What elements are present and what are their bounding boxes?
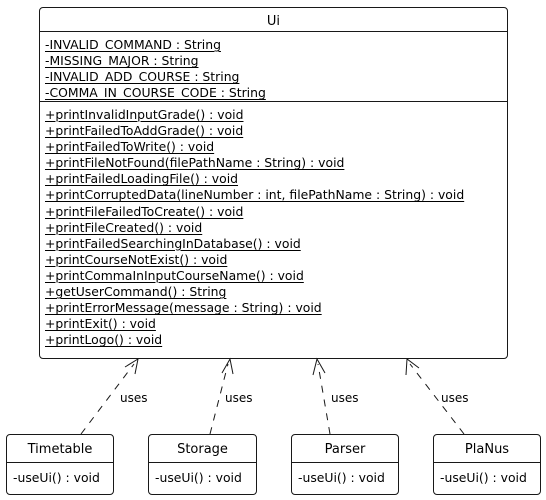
operation: -useUi() : void [440, 470, 527, 485]
operation: -useUi() : void [155, 470, 242, 485]
arrowhead-icon [221, 357, 234, 375]
operation: +printFailedToWrite() : void [45, 139, 215, 155]
uses-label: uses [441, 391, 469, 405]
dependency-line-planus [409, 363, 465, 435]
arrowhead-icon [312, 357, 326, 376]
operations-section: -useUi() : void [7, 462, 113, 490]
attribute: -COMMA_IN_COURSE_CODE : String [45, 85, 266, 101]
attributes-section: -INVALID_COMMAND : String -MISSING_MAJOR… [40, 31, 507, 101]
operations-section: +printInvalidInputGrade() : void +printF… [40, 101, 507, 350]
operation: +printFileCreated() : void [45, 219, 203, 235]
operation: -useUi() : void [298, 470, 385, 485]
class-name: Parser [324, 442, 366, 457]
operation: +printErrorMessage(message : String) : v… [45, 300, 322, 316]
operations-section: -useUi() : void [292, 462, 398, 490]
operation: +printCommaInInputCourseName() : void [45, 267, 304, 283]
operations-section: -useUi() : void [434, 462, 540, 490]
uses-label: uses [225, 391, 253, 405]
operation: +printLogo() : void [45, 332, 163, 348]
attribute: -MISSING_MAJOR : String [45, 53, 199, 69]
uses-label: uses [120, 391, 148, 405]
class-name: Storage [177, 442, 228, 457]
operation: +printFileNotFound(filePathName : String… [45, 155, 345, 171]
operation: +printFailedToAddGrade() : void [45, 123, 244, 139]
arrowhead-icon [124, 357, 139, 375]
operation: +printCorruptedData(lineNumber : int, fi… [45, 187, 465, 203]
attribute: -INVALID_COMMAND : String [45, 37, 221, 52]
dependency-line-parser [317, 363, 331, 435]
class-name: PlaNus [464, 442, 510, 457]
operations-section: -useUi() : void [149, 462, 256, 490]
uses-label: uses [331, 391, 359, 405]
operation: +printCourseNotExist() : void [45, 251, 228, 267]
operation: +printInvalidInputGrade() : void [45, 107, 244, 122]
planus-class-box: PlaNus -useUi() : void [433, 434, 541, 495]
ui-class-box: Ui -INVALID_COMMAND : String -MISSING_MA… [39, 7, 508, 359]
operation: -useUi() : void [13, 470, 100, 485]
attribute: -INVALID_ADD_COURSE : String [45, 69, 240, 85]
operation: +printFileFailedToCreate() : void [45, 203, 244, 219]
timetable-class-box: Timetable -useUi() : void [6, 434, 114, 495]
dependency-line-storage [209, 363, 229, 435]
class-name: Ui [266, 14, 281, 29]
dependency-line-timetable [80, 363, 135, 435]
operation: +printFailedLoadingFile() : void [45, 171, 239, 187]
arrowhead-icon [405, 358, 420, 376]
operation: +printFailedSearchingInDatabase() : void [45, 235, 301, 251]
parser-class-box: Parser -useUi() : void [291, 434, 399, 495]
class-name: Timetable [27, 442, 93, 457]
operation: +getUserCommand() : String [45, 284, 227, 300]
storage-class-box: Storage -useUi() : void [148, 434, 257, 495]
operation: +printExit() : void [45, 316, 156, 332]
